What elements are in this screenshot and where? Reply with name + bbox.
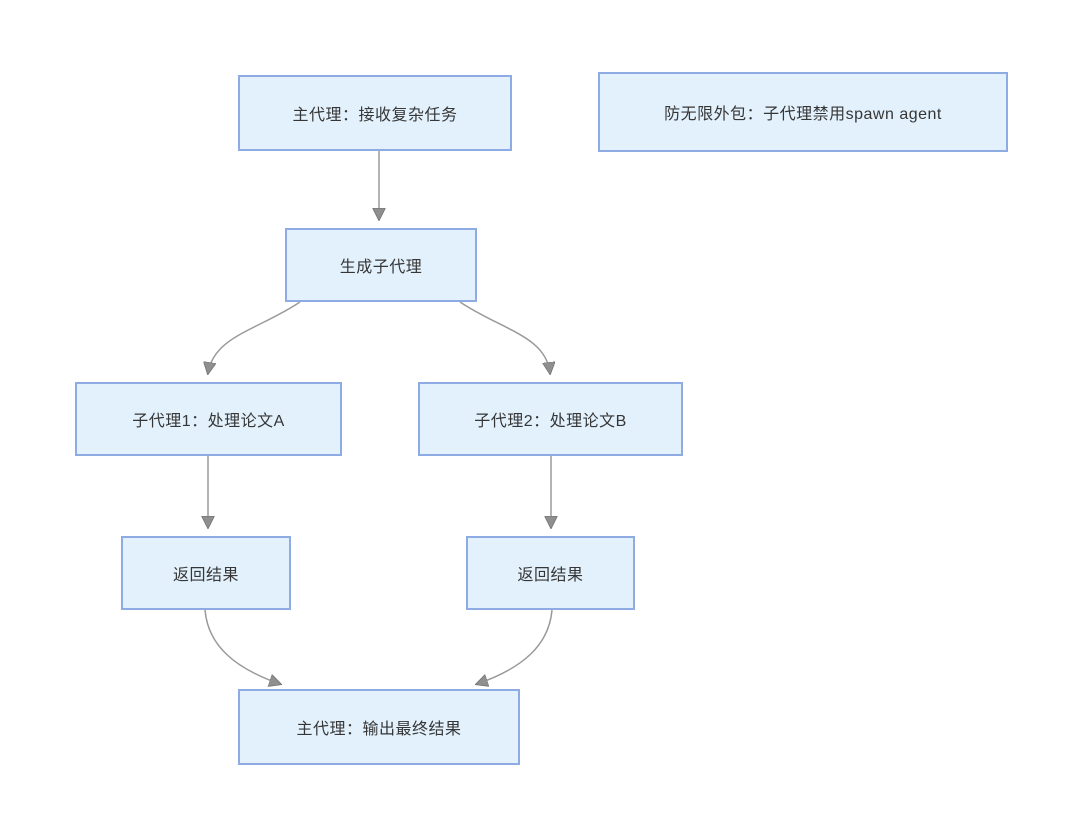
node-return-result-2-label: 返回结果 (517, 567, 584, 584)
node-anti-outsourcing-note-label: 防无限外包：子代理禁用spawn agent (664, 106, 942, 123)
edge-spawn-to-sub1 (208, 301, 301, 373)
node-anti-outsourcing-note: 防无限外包：子代理禁用spawn agent (598, 72, 1008, 152)
node-spawn-subagents-label: 生成子代理 (339, 259, 423, 276)
node-main-task: 主代理：接收复杂任务 (238, 75, 512, 151)
node-subagent-2-label: 子代理2：处理论文B (474, 413, 627, 430)
node-final-output-label: 主代理：输出最终结果 (296, 721, 462, 738)
edge-result2-to-final (477, 609, 553, 684)
node-subagent-2: 子代理2：处理论文B (418, 382, 683, 456)
node-subagent-1: 子代理1：处理论文A (75, 382, 342, 456)
node-spawn-subagents: 生成子代理 (285, 228, 477, 302)
node-return-result-1: 返回结果 (121, 536, 291, 610)
node-final-output: 主代理：输出最终结果 (238, 689, 520, 765)
edge-spawn-to-sub2 (459, 301, 550, 373)
node-subagent-1-label: 子代理1：处理论文A (132, 413, 285, 430)
node-main-task-label: 主代理：接收复杂任务 (292, 107, 458, 124)
node-return-result-1-label: 返回结果 (172, 567, 239, 584)
edge-result1-to-final (204, 609, 280, 684)
node-return-result-2: 返回结果 (466, 536, 635, 610)
